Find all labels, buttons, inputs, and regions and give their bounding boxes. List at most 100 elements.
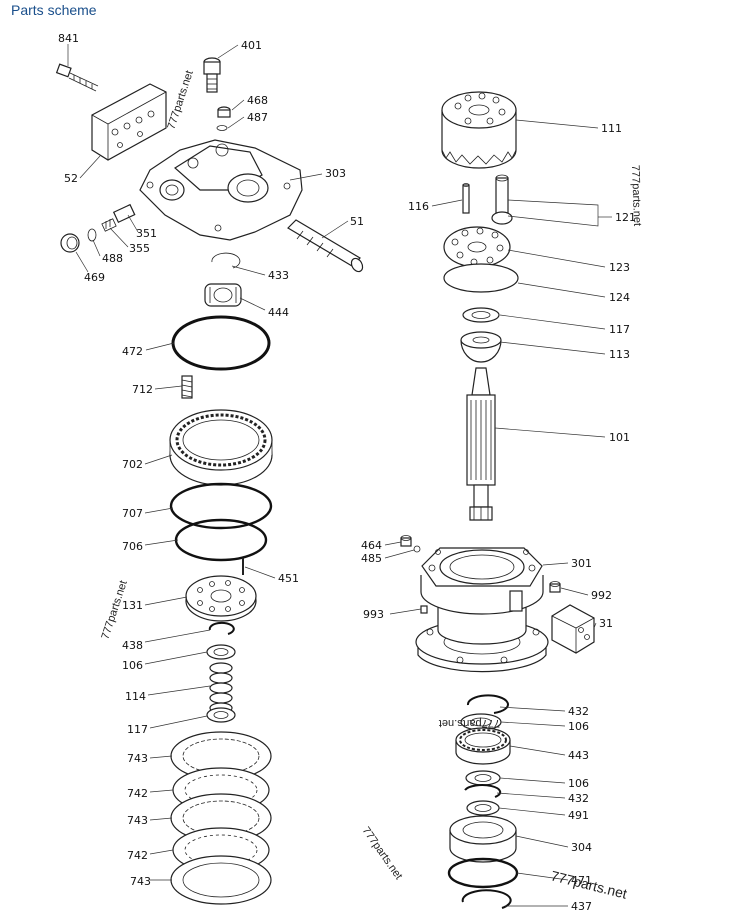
watermark-4: 777parts.net [439,717,500,729]
part-106-collar-lower [465,770,501,786]
label-301: 301 [571,557,592,570]
label-471: 471 [571,874,592,887]
label-491: 491 [568,809,589,822]
label-303: 303 [325,167,346,180]
part-491-oil-seal [466,800,500,816]
label-707: 707 [122,507,143,520]
part-124-shoe-plate [443,263,519,293]
part-116-pin [462,183,470,214]
part-469-plug [60,233,80,253]
label-124: 124 [609,291,630,304]
part-743-friction-plate-3 [170,855,272,905]
label-702: 702 [122,458,143,471]
label-451: 451 [278,572,299,585]
part-992-plug [549,581,561,593]
label-712: 712 [132,383,153,396]
part-433-snap-ring [211,252,241,269]
label-106-left: 106 [122,659,143,672]
part-993-plug [420,605,428,614]
label-464: 464 [361,539,382,552]
label-742-a: 742 [127,787,148,800]
part-471-o-ring [447,857,519,889]
label-351: 351 [136,227,157,240]
watermark-6: 777parts.net [549,867,628,901]
label-116: 116 [408,200,429,213]
label-437: 437 [571,900,592,913]
part-131-valve-plate [185,575,257,622]
label-113: 113 [609,348,630,361]
part-106-spacer [206,644,236,660]
label-117-left: 117 [127,723,148,736]
part-706-o-ring [174,518,268,562]
label-444: 444 [268,306,289,319]
label-131: 131 [122,599,143,612]
label-304: 304 [571,841,592,854]
watermark-2: 777parts.net [629,165,643,227]
label-743-b: 743 [127,814,148,827]
label-106-b: 106 [568,720,589,733]
label-52: 52 [64,172,78,185]
part-121-piston [491,174,513,225]
label-742-b: 742 [127,849,148,862]
part-487-washer [216,125,228,131]
part-444-bearing [204,283,242,307]
label-51: 51 [350,215,364,228]
label-432-b: 432 [568,792,589,805]
label-401: 401 [241,39,262,52]
part-301-casing [415,547,549,673]
part-113-spherical-bush [460,331,502,363]
part-401-bolt [203,57,221,93]
part-443-roller-bearing [455,727,511,765]
part-485-o-ring [413,545,421,553]
label-31: 31 [599,617,613,630]
label-121: 121 [615,211,636,224]
label-443: 443 [568,749,589,762]
label-469: 469 [84,271,105,284]
page-title: Parts scheme [11,2,97,18]
part-438-circlip [208,621,235,635]
label-111: 111 [601,122,622,135]
label-106-c: 106 [568,777,589,790]
label-468: 468 [247,94,268,107]
label-706: 706 [122,540,143,553]
label-992: 992 [591,589,612,602]
part-117-spacer [206,707,236,723]
label-993: 993 [363,608,384,621]
part-841-bolt [55,63,99,92]
label-432-a: 432 [568,705,589,718]
part-114-spring [209,662,233,714]
label-472: 472 [122,345,143,358]
part-52-valve-block [91,83,167,161]
part-101-drive-shaft [466,367,496,521]
watermark-1: 777parts.net [165,69,195,131]
part-702-brake-piston [169,409,273,486]
label-487: 487 [247,111,268,124]
label-743-c: 743 [130,875,151,888]
part-123-retainer-plate [443,226,511,268]
label-433: 433 [268,269,289,282]
label-117-right: 117 [609,323,630,336]
label-841: 841 [58,32,79,45]
part-432-snap-ring-lower [464,784,502,798]
label-101: 101 [609,431,630,444]
part-464-plug [400,535,412,547]
label-438: 438 [122,639,143,652]
part-304-cover [449,815,517,863]
part-111-cylinder-block [441,91,517,169]
part-351-spring-plug [112,203,136,224]
label-488: 488 [102,252,123,265]
part-488-o-ring [87,228,97,242]
label-355: 355 [129,242,150,255]
part-472-o-ring [171,315,271,371]
part-712-spring [181,375,193,399]
part-432-snap-ring [466,694,509,714]
part-468-plug [217,106,231,118]
part-labels: 841 401 468 487 52 303 51 351 355 488 46… [58,32,636,913]
leader-lines [67,44,612,907]
part-51-shaft [287,219,364,273]
label-743-a: 743 [127,752,148,765]
part-31-valve [551,604,595,654]
watermark-5: 777parts.net [360,825,405,882]
part-437-snap-ring [461,889,512,909]
